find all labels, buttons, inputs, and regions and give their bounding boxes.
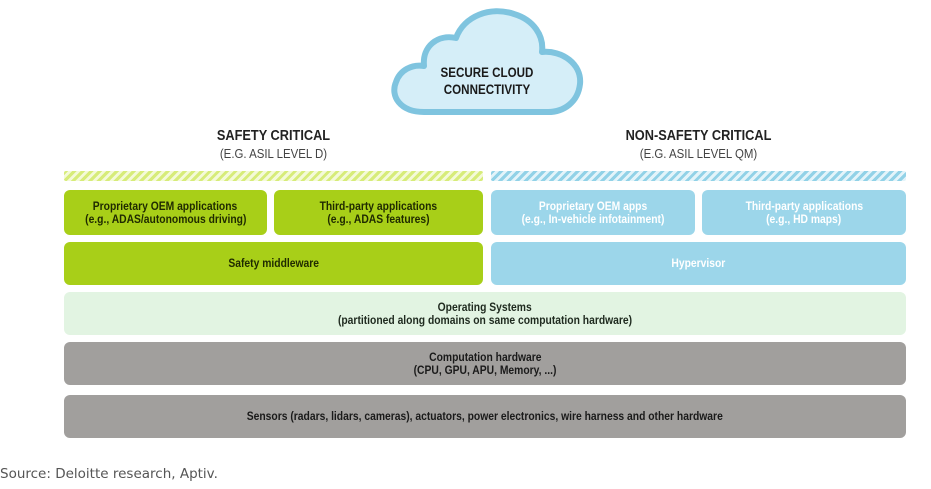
cloud-label-line2: CONNECTIVITY — [443, 82, 531, 97]
third-party-applications-nonsafety-box: Third-party applications (e.g., HD maps) — [702, 190, 906, 235]
cloud-label-line1: SECURE CLOUD — [440, 65, 534, 80]
source-caption: Source: Deloitte research, Aptiv. — [0, 466, 218, 482]
safety-critical-title: SAFETY CRITICAL — [216, 128, 331, 144]
hypervisor-box: Hypervisor — [491, 242, 906, 285]
box-line1: Third-party applications — [319, 198, 438, 213]
box-line1: Proprietary OEM applications — [93, 198, 238, 213]
cloud-label: SECURE CLOUD CONNECTIVITY — [400, 64, 574, 98]
box-line1: Proprietary OEM apps — [538, 198, 648, 213]
non-safety-critical-subtitle: (E.G. ASIL LEVEL QM) — [639, 146, 758, 161]
box-line2: (e.g., HD maps) — [766, 211, 842, 226]
non-safety-critical-stripe — [491, 171, 906, 181]
safety-critical-stripe — [64, 171, 483, 181]
operating-systems-box: Operating Systems (partitioned along dom… — [64, 292, 906, 335]
third-party-applications-safety-box: Third-party applications (e.g., ADAS fea… — [274, 190, 483, 235]
non-safety-critical-title: NON-SAFETY CRITICAL — [625, 128, 772, 144]
proprietary-oem-apps-box: Proprietary OEM apps (e.g., In-vehicle i… — [491, 190, 695, 235]
box-line1: Computation hardware — [428, 349, 542, 364]
box-label: Safety middleware — [228, 256, 319, 270]
proprietary-oem-applications-box: Proprietary OEM applications (e.g., ADAS… — [64, 190, 267, 235]
safety-critical-subtitle: (E.G. ASIL LEVEL D) — [219, 146, 328, 161]
box-label: Hypervisor — [671, 256, 726, 270]
cloud-icon: SECURE CLOUD CONNECTIVITY — [386, 4, 588, 120]
box-line2: (e.g., In-vehicle infotainment) — [521, 211, 665, 226]
safety-critical-heading: SAFETY CRITICAL (E.G. ASIL LEVEL D) — [64, 127, 483, 162]
computation-hardware-box: Computation hardware (CPU, GPU, APU, Mem… — [64, 342, 906, 385]
box-label: Sensors (radars, lidars, cameras), actua… — [246, 409, 724, 423]
sensors-hardware-box: Sensors (radars, lidars, cameras), actua… — [64, 395, 906, 438]
box-line2: (CPU, GPU, APU, Memory, ...) — [413, 362, 557, 377]
box-line2: (e.g., ADAS/autonomous driving) — [84, 211, 247, 226]
non-safety-critical-heading: NON-SAFETY CRITICAL (E.G. ASIL LEVEL QM) — [491, 127, 906, 162]
box-line1: Operating Systems — [437, 299, 533, 314]
safety-middleware-box: Safety middleware — [64, 242, 483, 285]
box-line2: (partitioned along domains on same compu… — [337, 312, 633, 327]
cloud-shape — [391, 8, 584, 115]
box-line1: Third-party applications — [745, 198, 863, 213]
box-line2: (e.g., ADAS features) — [327, 211, 430, 226]
